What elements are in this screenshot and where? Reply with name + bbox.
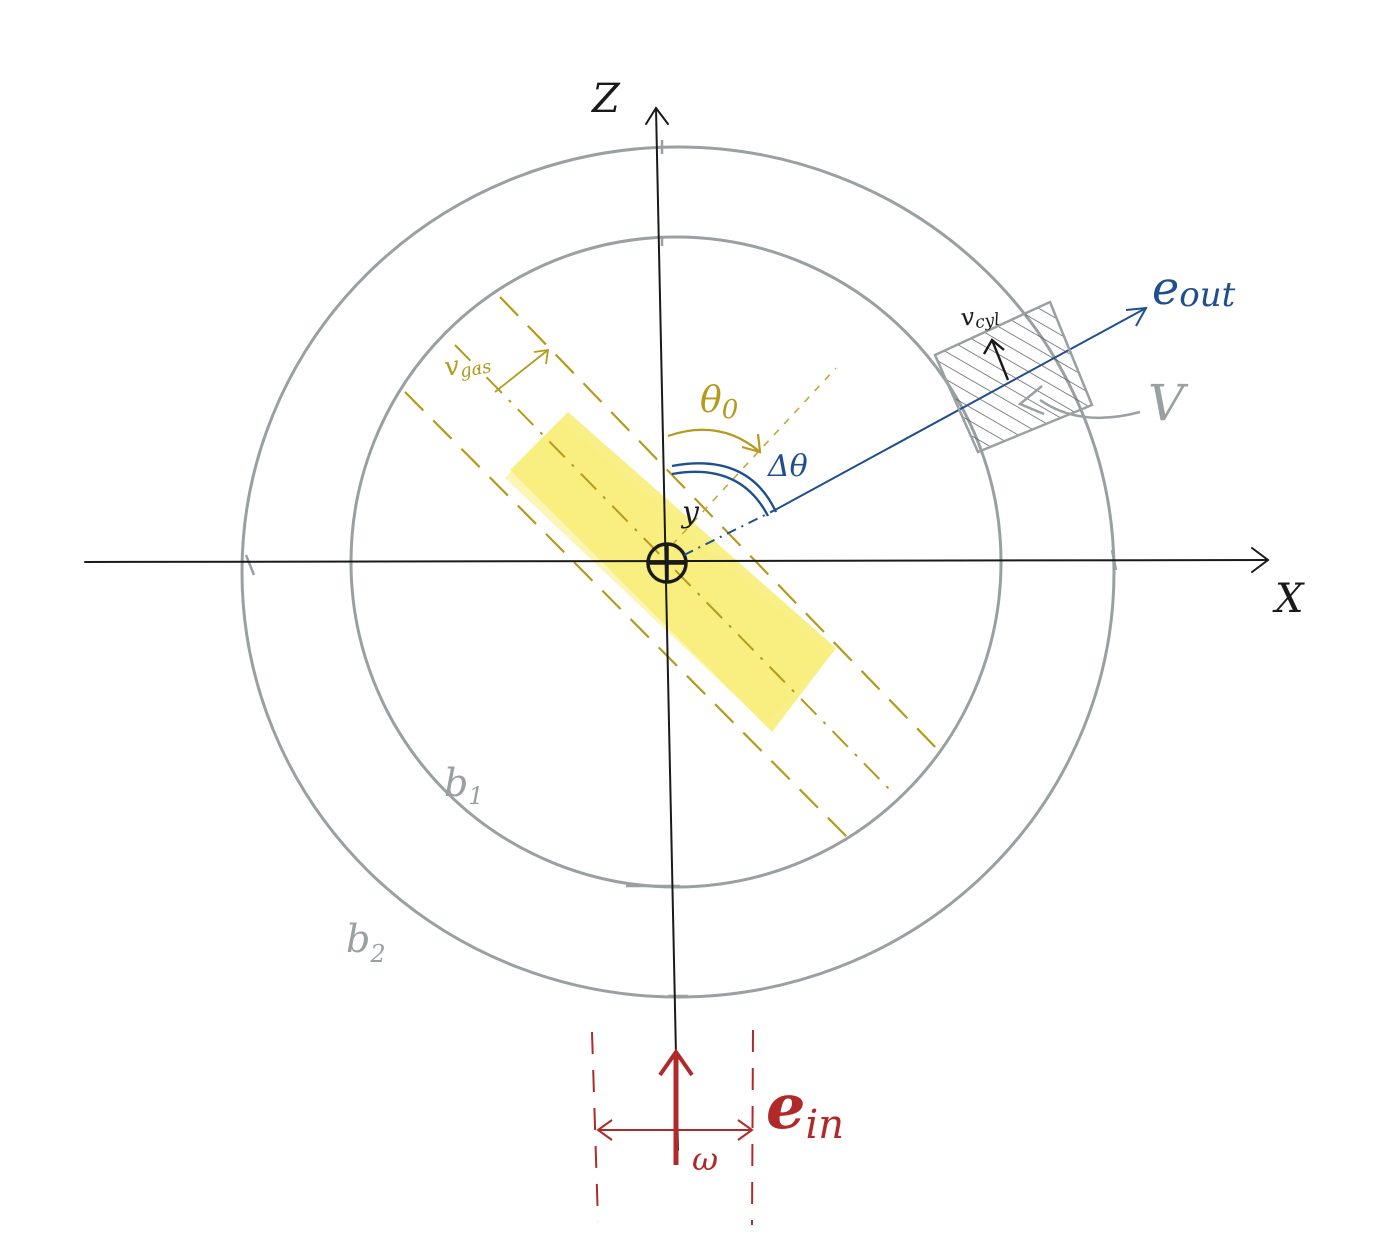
volume-v [933, 300, 1094, 454]
eout-arrow-head [1125, 306, 1148, 327]
ein-arrow-head [658, 1048, 694, 1077]
y-axis-symbol [646, 542, 688, 584]
vcyl-arrow [990, 339, 1010, 381]
v-label: V [1148, 374, 1189, 432]
ein-label: ein [766, 1070, 844, 1148]
eout-dashdot [683, 509, 776, 556]
eout-label: eout [1152, 261, 1236, 315]
b1-label: b1 [444, 761, 484, 810]
vcyl-arrow-head [982, 338, 1005, 355]
z-axis-label: Z [590, 76, 621, 122]
x-axis-arrow [1251, 547, 1270, 573]
z-axis-arrow [645, 106, 669, 125]
y-axis-label: y [680, 495, 700, 530]
theta0-label: θ0 [700, 380, 738, 425]
vgas-label: vgas [442, 345, 493, 385]
omega-arrow-right [737, 1119, 754, 1141]
vgas-arrow-head [533, 348, 550, 365]
theta0-arc [667, 428, 761, 453]
theta0-arrow-head [741, 433, 762, 454]
delta-theta-label: Δθ [767, 449, 808, 484]
gas-normal-line [671, 367, 837, 546]
x-axis-label: X [1272, 576, 1305, 622]
gas-centerline [454, 344, 896, 796]
b2-label: b2 [346, 917, 386, 968]
delta-theta-arc-outer [671, 462, 778, 513]
omega-label: ω [692, 1140, 718, 1178]
gas-boundary-upper [499, 296, 941, 753]
delta-theta-arc-inner [671, 470, 770, 517]
z-axis [655, 107, 679, 1151]
beam-edge-left [591, 1031, 599, 1223]
v-pointer [1039, 398, 1141, 420]
vcyl-label: vcyl [959, 299, 1001, 335]
vgas-arrow [494, 349, 549, 393]
v-pointer-head [1017, 385, 1045, 416]
beam-edge-right [751, 1029, 754, 1226]
gas-boundary-lower [404, 391, 851, 841]
omega-arrow-left [596, 1119, 613, 1141]
x-axis [84, 559, 1269, 563]
